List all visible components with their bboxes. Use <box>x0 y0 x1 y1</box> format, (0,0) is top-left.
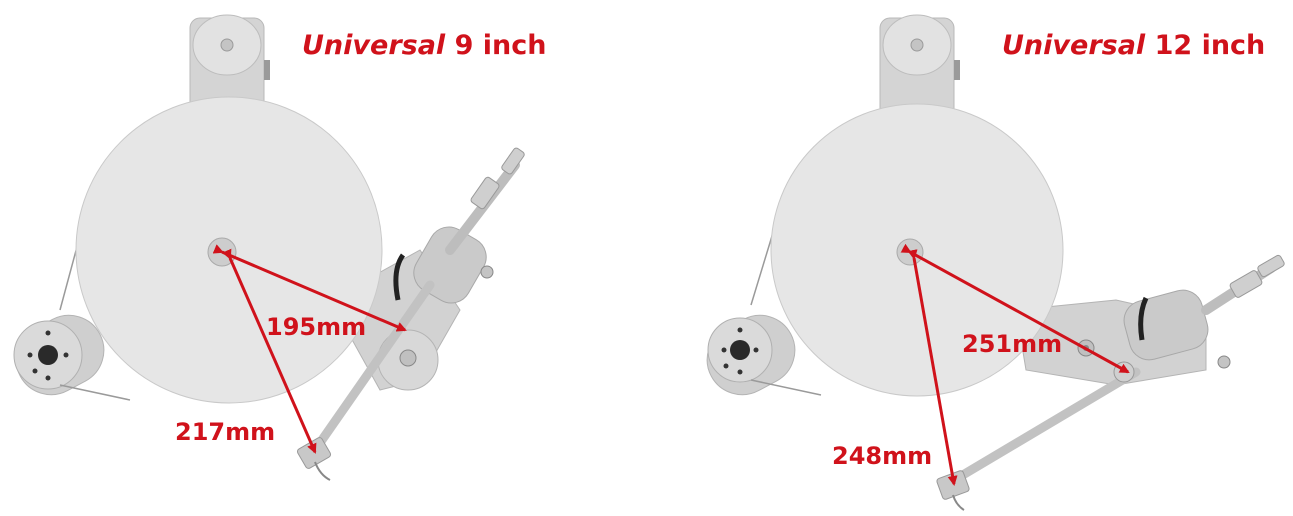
rear-pod <box>706 314 796 396</box>
model-name: Universal <box>302 30 446 61</box>
variant-title: Universal 9 inch <box>302 30 546 61</box>
turntable-12-inch-illustration <box>706 14 1285 511</box>
platter-size: 9 inch <box>454 30 547 61</box>
pivot-to-spindle-label: 251mm <box>962 330 1063 358</box>
effective-length-arrow <box>907 249 958 486</box>
effective-length-label: 248mm <box>832 442 933 470</box>
rear-pod <box>13 314 105 396</box>
variant-title: Universal 12 inch <box>1002 30 1265 61</box>
turntable-12-inch-panel: Universal 12 inch 251mm 248mm <box>646 0 1293 516</box>
platter-size: 12 inch <box>1154 30 1266 61</box>
turntable-9-inch-illustration <box>13 14 525 481</box>
effective-length-label: 217mm <box>175 418 276 446</box>
turntable-9-inch-panel: Universal 9 inch 195mm 217mm <box>0 0 640 516</box>
effective-length-arrow <box>222 248 317 454</box>
model-name: Universal <box>1002 30 1146 61</box>
pivot-to-spindle-label: 195mm <box>266 313 367 341</box>
